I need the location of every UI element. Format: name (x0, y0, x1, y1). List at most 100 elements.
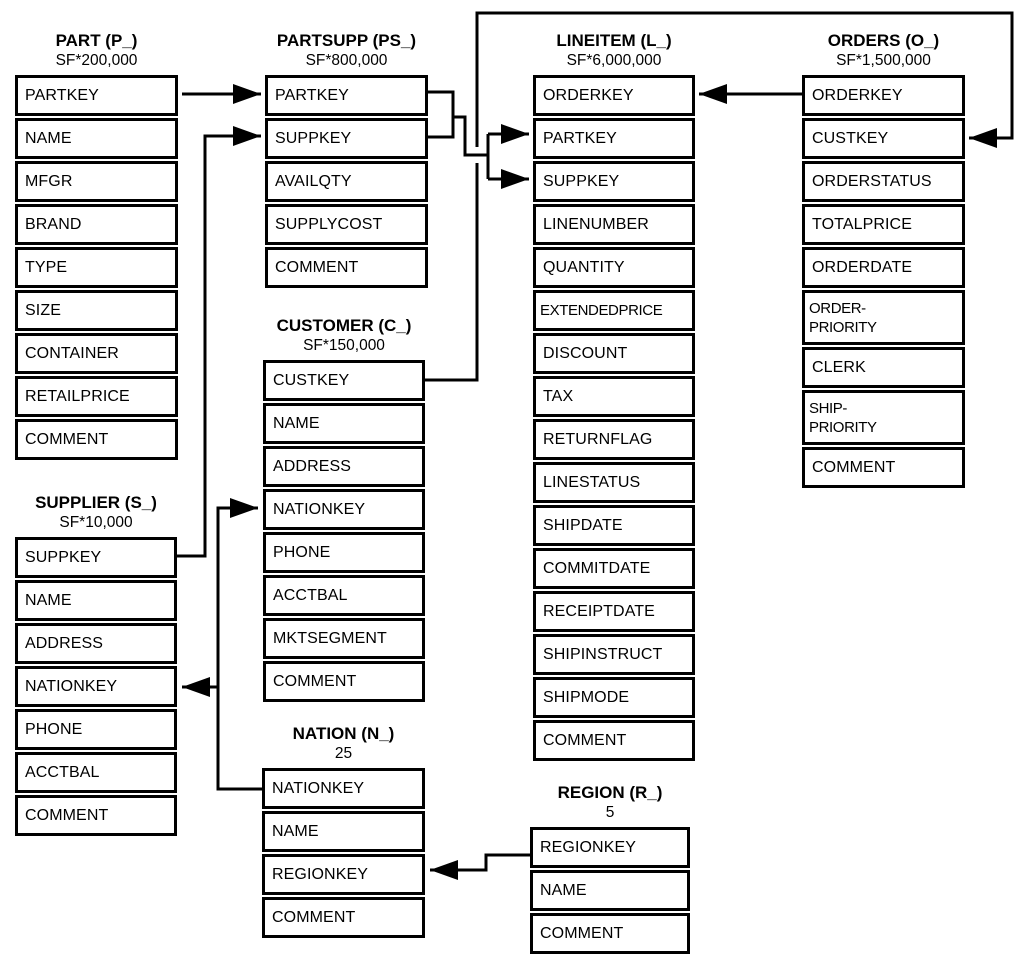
row-label: COMMENT (275, 259, 359, 276)
row-extendedprice: EXTENDEDPRICE (533, 290, 695, 331)
row-label: COMMENT (543, 732, 627, 749)
row-clerk: CLERK (802, 347, 965, 388)
row-comment: COMMENT (802, 447, 965, 488)
table-rows: PARTKEY SUPPKEY AVAILQTY SUPPLYCOST COMMENT (265, 75, 428, 288)
row-label: SHIP- PRIORITY (809, 399, 877, 436)
row-comment: COMMENT (265, 247, 428, 288)
row-label: MKTSEGMENT (273, 630, 387, 647)
row-label: LINENUMBER (543, 216, 649, 233)
table-rows: NATIONKEY NAME REGIONKEY COMMENT (262, 768, 425, 938)
row-label: ADDRESS (273, 458, 352, 475)
row-label: COMMENT (272, 909, 356, 926)
row-brand: BRAND (15, 204, 178, 245)
row-suppkey: SUPPKEY (15, 537, 177, 578)
row-commitdate: COMMITDATE (533, 548, 695, 589)
row-label: SHIPMODE (543, 689, 630, 706)
row-label: REGIONKEY (540, 839, 637, 856)
row-custkey: CUSTKEY (802, 118, 965, 159)
row-label: PARTKEY (543, 130, 617, 147)
row-comment: COMMENT (15, 419, 178, 460)
row-phone: PHONE (15, 709, 177, 750)
row-label: SUPPKEY (25, 549, 102, 566)
table-subtitle: SF*200,000 (55, 52, 138, 69)
row-mktsegment: MKTSEGMENT (263, 618, 425, 659)
row-phone: PHONE (263, 532, 425, 573)
row-partkey: PARTKEY (15, 75, 178, 116)
row-label: SUPPLYCOST (275, 216, 383, 233)
row-label: MFGR (25, 173, 73, 190)
row-regionkey: REGIONKEY (530, 827, 690, 868)
row-name: NAME (263, 403, 425, 444)
row-comment: COMMENT (15, 795, 177, 836)
row-address: ADDRESS (263, 446, 425, 487)
row-comment: COMMENT (530, 913, 690, 954)
row-container: CONTAINER (15, 333, 178, 374)
row-suppkey: SUPPKEY (533, 161, 695, 202)
line-partsupp-lineitem-staircase (453, 115, 488, 157)
row-label: PARTKEY (275, 87, 349, 104)
row-label: NATIONKEY (25, 678, 118, 695)
row-orderstatus: ORDERSTATUS (802, 161, 965, 202)
row-label: SUPPKEY (543, 173, 620, 190)
row-label: SIZE (25, 302, 61, 319)
row-label: COMMITDATE (543, 560, 651, 577)
row-orderkey: ORDERKEY (533, 75, 695, 116)
row-label: COMMENT (540, 925, 624, 942)
table-subtitle: SF*10,000 (59, 514, 133, 531)
row-label: NAME (25, 592, 72, 609)
table-subtitle: SF*800,000 (305, 52, 388, 69)
row-label: ORDERKEY (543, 87, 634, 104)
row-discount: DISCOUNT (533, 333, 695, 374)
row-orderdate: ORDERDATE (802, 247, 965, 288)
row-label: TOTALPRICE (812, 216, 912, 233)
row-ship-priority: SHIP- PRIORITY (802, 390, 965, 445)
row-quantity: QUANTITY (533, 247, 695, 288)
table-subtitle: SF*150,000 (303, 337, 385, 354)
row-mfgr: MFGR (15, 161, 178, 202)
row-supplycost: SUPPLYCOST (265, 204, 428, 245)
row-label: COMMENT (25, 807, 109, 824)
row-label: ORDERDATE (812, 259, 913, 276)
line-customer-custkey-riser (425, 163, 479, 382)
row-label: SUPPKEY (275, 130, 352, 147)
row-label: ADDRESS (25, 635, 104, 652)
table-title: PARTSUPP (PS_) (276, 31, 417, 50)
arrow-supplier-partsupp (177, 126, 261, 558)
row-label: COMMENT (273, 673, 357, 690)
row-shipmode: SHIPMODE (533, 677, 695, 718)
row-label: LINESTATUS (543, 474, 641, 491)
table-subtitle: SF*1,500,000 (836, 52, 931, 69)
row-label: PARTKEY (25, 87, 99, 104)
row-label: ORDER- PRIORITY (809, 299, 877, 336)
row-label: RETURNFLAG (543, 431, 653, 448)
row-orderkey: ORDERKEY (802, 75, 965, 116)
row-nationkey: NATIONKEY (262, 768, 425, 809)
row-label: CUSTKEY (812, 130, 889, 147)
row-regionkey: REGIONKEY (262, 854, 425, 895)
line-partsupp-bracket (428, 90, 455, 139)
row-label: NAME (540, 882, 587, 899)
row-returnflag: RETURNFLAG (533, 419, 695, 460)
table-rows: ORDERKEY CUSTKEY ORDERSTATUS TOTALPRICE ORDE… (802, 75, 965, 488)
row-label: QUANTITY (543, 259, 625, 276)
row-label: ORDERSTATUS (812, 173, 932, 190)
row-label: COMMENT (812, 459, 896, 476)
row-availqty: AVAILQTY (265, 161, 428, 202)
row-label: SHIPINSTRUCT (543, 646, 663, 663)
row-shipdate: SHIPDATE (533, 505, 695, 546)
table-title: LINEITEM (L_) (556, 31, 672, 50)
row-name: NAME (262, 811, 425, 852)
table-rows: REGIONKEY NAME COMMENT (530, 827, 690, 954)
row-label: DISCOUNT (543, 345, 628, 362)
row-size: SIZE (15, 290, 178, 331)
row-label: AVAILQTY (275, 173, 352, 190)
row-label: CONTAINER (25, 345, 119, 362)
row-label: NAME (272, 823, 319, 840)
